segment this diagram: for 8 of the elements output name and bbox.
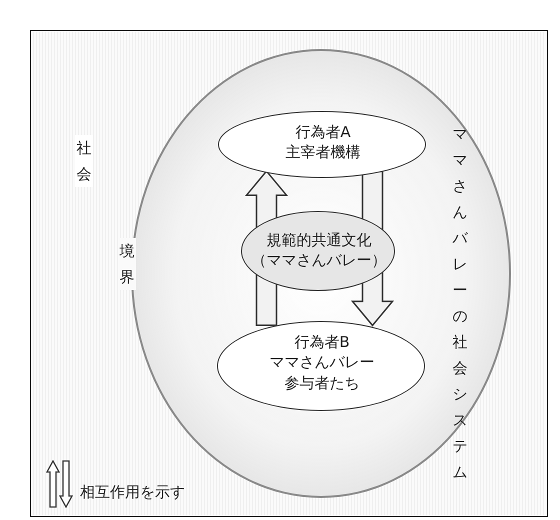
system-label: ママさんバレーの社会システム bbox=[452, 124, 469, 483]
legend-text: 相互作用を示す bbox=[80, 482, 185, 502]
culture-label: 規範的共通文化（ママさんバレー） bbox=[250, 230, 388, 270]
boundary-label: 境界 bbox=[118, 238, 136, 290]
region-label: 社会 bbox=[75, 135, 93, 187]
actor-label: 行為者A主宰者機構 bbox=[284, 122, 362, 162]
actor-label: 行為者Bママさんバレー参与者たち bbox=[268, 332, 376, 393]
society-frame bbox=[30, 30, 548, 517]
